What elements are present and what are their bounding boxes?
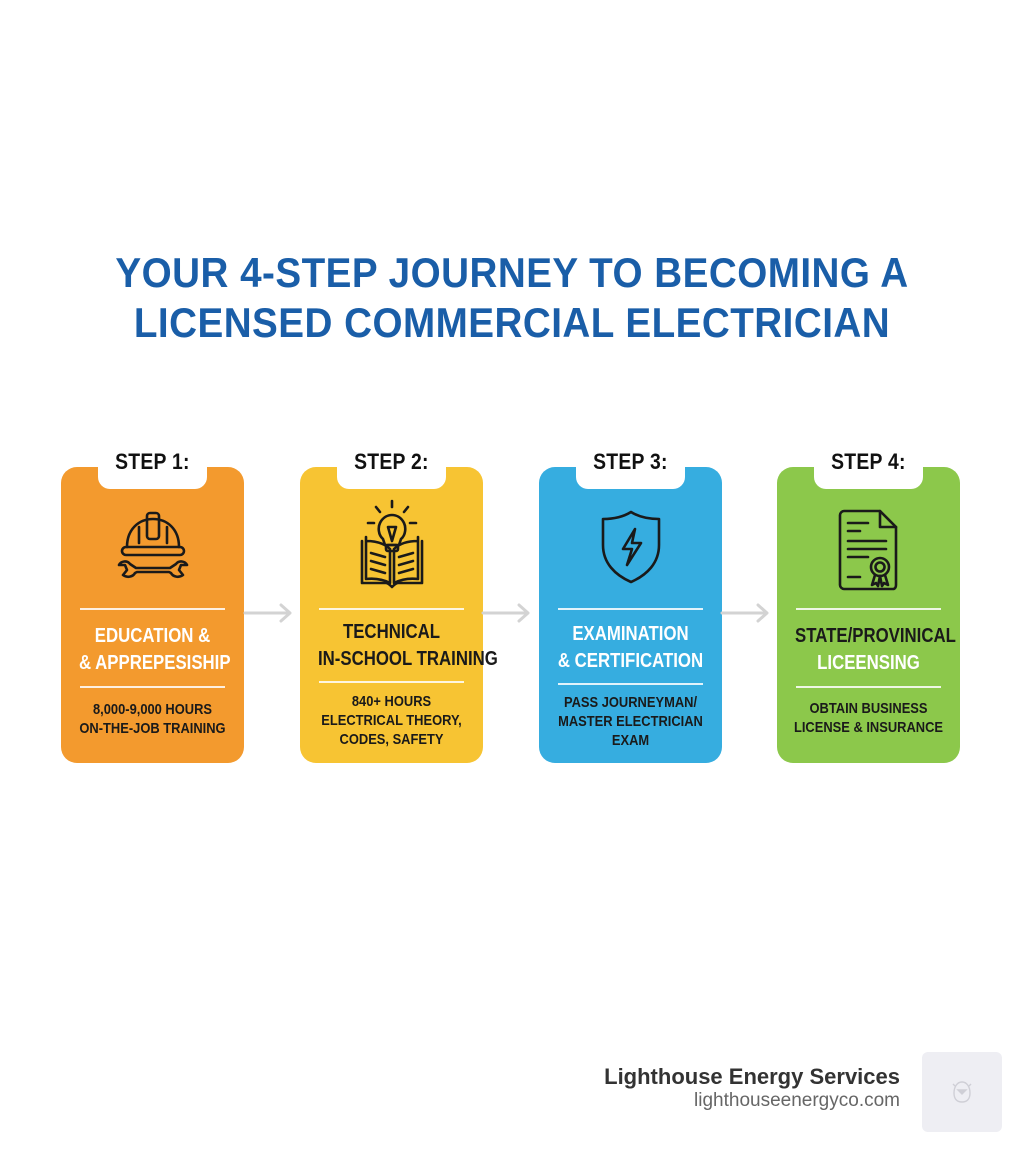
title-line-2: LICENSED COMMERCIAL ELECTRICIAN bbox=[133, 299, 891, 346]
step-description: 8,000-9,000 HOURS ON-THE-JOB TRAINING bbox=[79, 701, 226, 737]
step-description: PASS JOURNEYMAN/ MASTER ELECTRICIAN EXAM bbox=[558, 694, 703, 749]
step-tab-1: STEP 1: bbox=[98, 447, 207, 489]
step-tab-2: STEP 2: bbox=[337, 447, 446, 489]
arrow-right-icon bbox=[243, 603, 292, 623]
step-card-1: STEP 1: EDUCATION & & APPREPESISHIP 8,00… bbox=[61, 447, 244, 763]
page-title: YOUR 4-STEP JOURNEY TO BECOMING A LICENS… bbox=[41, 248, 983, 348]
step-card-4: STEP 4: STATE/PROVINICAL LICEENSING OBTA… bbox=[777, 447, 960, 763]
arrow-right-icon bbox=[481, 603, 530, 623]
arrow-right-icon bbox=[720, 603, 769, 623]
step-label: STEP 2: bbox=[354, 449, 429, 474]
brand-url: lighthouseenergyco.com bbox=[694, 1090, 900, 1111]
divider bbox=[796, 608, 941, 610]
lightbulb-book-icon bbox=[360, 499, 423, 589]
step-title: STATE/PROVINICAL LICEENSING bbox=[795, 625, 956, 674]
hard-hat-wrench-icon bbox=[117, 511, 188, 579]
certificate-document-icon bbox=[838, 509, 897, 591]
step-label: STEP 4: bbox=[831, 449, 906, 474]
step-tab-3: STEP 3: bbox=[576, 447, 685, 489]
step-label: STEP 1: bbox=[115, 449, 190, 474]
brand-logo bbox=[922, 1052, 1002, 1132]
step-card-3: STEP 3: EXAMINATION & CERTIFICATION PASS… bbox=[539, 447, 722, 763]
divider bbox=[319, 608, 464, 610]
step-description: 840+ HOURS ELECTRICAL THEORY, CODES, SAF… bbox=[321, 693, 462, 748]
step-title: EDUCATION & & APPREPESISHIP bbox=[79, 625, 231, 674]
divider bbox=[558, 683, 703, 685]
step-title: EXAMINATION & CERTIFICATION bbox=[557, 623, 704, 672]
step-card-2: STEP 2: TECHNICAL IN-SCHOOL TRAINING 840… bbox=[300, 447, 498, 763]
brand-block: Lighthouse Energy Services lighthouseene… bbox=[604, 1064, 900, 1112]
step-title: TECHNICAL IN-SCHOOL TRAINING bbox=[318, 621, 498, 670]
title-line-1: YOUR 4-STEP JOURNEY TO BECOMING A bbox=[115, 249, 909, 296]
step-description: OBTAIN BUSINESS LICENSE & INSURANCE bbox=[793, 700, 944, 736]
divider bbox=[80, 608, 225, 610]
divider bbox=[80, 686, 225, 688]
divider bbox=[558, 608, 703, 610]
step-label: STEP 3: bbox=[593, 449, 668, 474]
bear-logo-icon bbox=[952, 1081, 972, 1103]
shield-lightning-icon bbox=[601, 510, 660, 584]
step-tab-4: STEP 4: bbox=[814, 447, 923, 489]
divider bbox=[796, 686, 941, 688]
brand-name: Lighthouse Energy Services bbox=[604, 1064, 900, 1089]
divider bbox=[319, 681, 464, 683]
